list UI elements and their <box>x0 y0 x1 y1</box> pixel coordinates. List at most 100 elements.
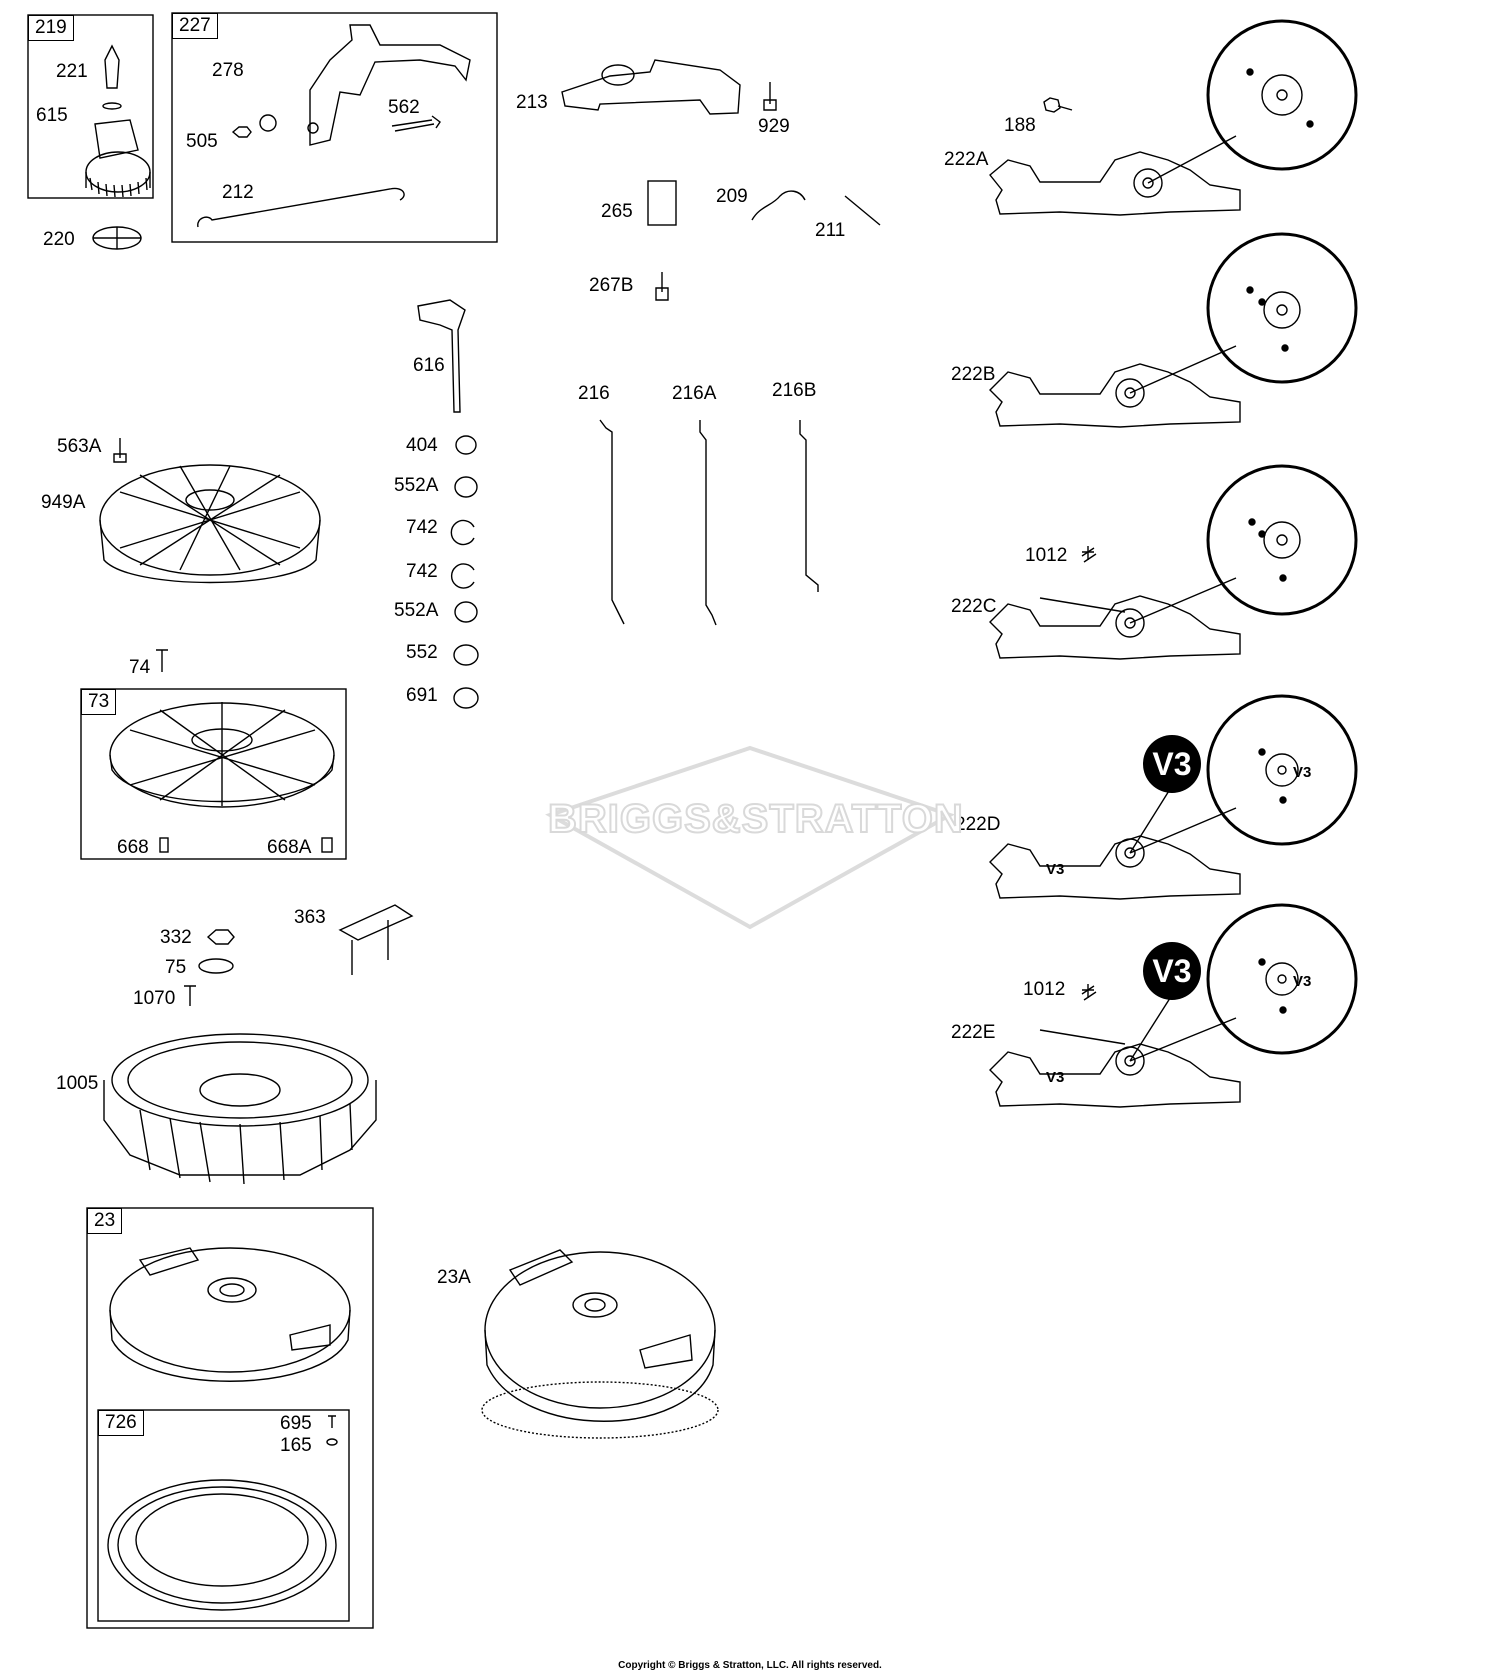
box-726-frame <box>97 1409 350 1622</box>
rod-216B-shape <box>799 420 819 592</box>
callout-221: 221 <box>56 61 88 82</box>
callout-209: 209 <box>716 186 748 207</box>
pin-221-shape <box>104 44 120 89</box>
screw-74-shape <box>156 649 168 672</box>
eclip-742-2-shape <box>450 563 475 589</box>
lever-213-hub <box>601 64 635 86</box>
bracket-363-shape <box>338 904 414 941</box>
flywheel-23A-shape <box>481 1249 719 1439</box>
box-227-label: 227 <box>172 13 218 39</box>
callout-742-b: 742 <box>406 561 438 582</box>
copyright-footer: Copyright © Briggs & Stratton, LLC. All … <box>618 1660 882 1671</box>
nut-505-shape <box>231 126 252 138</box>
governor-plate-222E-shape <box>989 903 1358 1108</box>
governor-plate-222D-shape <box>989 694 1358 900</box>
governor-plate-222B-shape <box>989 232 1358 428</box>
callout-552A-1: 552A <box>394 475 439 496</box>
callout-695: 695 <box>280 1413 312 1434</box>
callout-23A: 23A <box>437 1267 471 1288</box>
callout-222E: 222E <box>951 1022 996 1043</box>
callout-213: 213 <box>516 92 548 113</box>
v3-plate-222D: V3 <box>1046 861 1065 878</box>
callout-220: 220 <box>43 229 75 250</box>
callout-222D: 222D <box>955 814 1001 835</box>
bracket-227-hole <box>307 122 319 134</box>
callout-668: 668 <box>117 837 149 858</box>
screw-267B-shape <box>655 272 669 301</box>
bushing-552A-2-shape <box>454 601 478 623</box>
bolt-188-shape <box>1043 97 1073 113</box>
callout-563A: 563A <box>57 436 102 457</box>
callout-332: 332 <box>160 927 192 948</box>
spring-209-shape <box>751 190 806 221</box>
bolt-929-shape <box>763 82 777 111</box>
v3-badge-large-222D: V3 <box>1143 735 1201 793</box>
ring-404-shape <box>455 435 477 455</box>
box-73-frame <box>80 688 347 860</box>
screw-1070-shape <box>184 985 196 1006</box>
screw-1012-a-shape <box>1081 547 1097 563</box>
nut-165-shape <box>326 1438 338 1446</box>
flywheel-23-shape <box>109 1247 351 1382</box>
callout-929: 929 <box>758 116 790 137</box>
watermark-logo: BRIGGS&STRATTON <box>547 796 964 842</box>
callout-691: 691 <box>406 685 438 706</box>
callout-211: 211 <box>815 220 846 241</box>
pin-668A-shape <box>321 837 333 853</box>
link-212-shape <box>197 187 405 228</box>
callout-212: 212 <box>222 182 254 203</box>
lever-213-shape <box>561 59 741 115</box>
callout-615: 615 <box>36 105 68 126</box>
screen-949A-shape <box>99 464 321 584</box>
callout-74: 74 <box>129 657 151 678</box>
rod-216-shape <box>599 419 625 625</box>
ring-gear-726-shape <box>107 1479 337 1611</box>
v3-detail-222E: V3 <box>1293 973 1312 990</box>
callout-1012-b: 1012 <box>1023 979 1066 1000</box>
screw-695-shape <box>328 1415 336 1428</box>
callout-562: 562 <box>388 97 420 118</box>
v3-detail-222D: V3 <box>1293 764 1312 781</box>
box-73-label: 73 <box>81 689 117 715</box>
bushing-552A-1-shape <box>454 476 478 498</box>
watermark-diamond <box>545 745 955 930</box>
washer-75-shape <box>198 958 234 974</box>
callout-552: 552 <box>406 642 438 663</box>
callout-616: 616 <box>413 355 445 376</box>
box-219-label: 219 <box>28 15 74 41</box>
pin-668-shape <box>159 837 169 853</box>
callout-1012-a: 1012 <box>1025 545 1068 566</box>
callout-1005: 1005 <box>56 1073 99 1094</box>
v3-plate-222E: V3 <box>1046 1069 1065 1086</box>
nut-332-shape <box>206 929 235 945</box>
washer-278-shape <box>259 114 277 132</box>
v3-badge-large-222E: V3 <box>1143 942 1201 1000</box>
callout-222C: 222C <box>951 596 997 617</box>
bracket-227-shape <box>309 24 471 146</box>
callout-222B: 222B <box>951 364 996 385</box>
screw-563A-shape <box>113 438 127 463</box>
callout-265: 265 <box>601 201 633 222</box>
clip-265-shape <box>647 180 677 226</box>
flywheel-fan-1005-shape <box>103 1033 377 1185</box>
callout-742-a: 742 <box>406 517 438 538</box>
ring-615-shape <box>102 102 122 110</box>
callout-188: 188 <box>1004 115 1036 136</box>
callout-363: 363 <box>294 907 326 928</box>
bushing-691-shape <box>453 687 479 709</box>
spring-211-shape <box>844 195 881 226</box>
shaft-616-shape <box>417 299 466 413</box>
washer-220-cross <box>93 227 141 249</box>
eclip-742-1-shape <box>450 519 475 546</box>
callout-278: 278 <box>212 60 244 81</box>
callout-1070: 1070 <box>133 988 176 1009</box>
box-726-label: 726 <box>98 1410 144 1436</box>
box-23-frame <box>86 1207 374 1629</box>
callout-165: 165 <box>280 1435 312 1456</box>
callout-949A: 949A <box>41 492 86 513</box>
box-227-frame <box>171 12 498 243</box>
callout-267B: 267B <box>589 275 634 296</box>
screw-1012-b-shape <box>1081 985 1097 1001</box>
bracket-363-studs <box>351 920 389 975</box>
